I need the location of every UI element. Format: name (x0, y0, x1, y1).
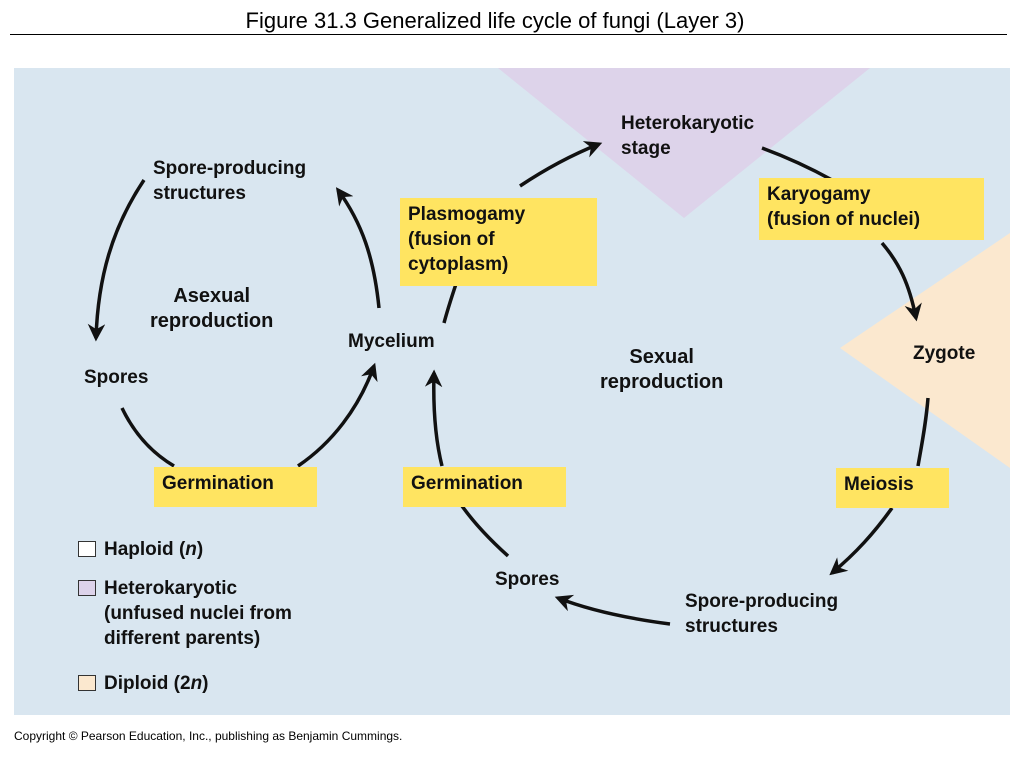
arrow-spores-to-germination (120, 407, 175, 468)
legend-haploid-swatch (78, 541, 96, 557)
arrow-germination-to-mycelium-sexual (424, 369, 444, 467)
plasmogamy-box: Plasmogamy (fusion of cytoplasm) (400, 198, 597, 286)
arrow-meiosis-to-structures (829, 506, 894, 576)
legend-diploid: Diploid (2n) (78, 671, 209, 696)
arrow-spores-to-germination-sexual (460, 504, 510, 558)
title-rule (10, 34, 1007, 35)
asexual-reproduction-label: Asexual reproduction (150, 285, 274, 332)
diagram-panel: Spore-producing structures Spores Asexua… (14, 68, 1010, 715)
diploid-region (840, 233, 1010, 468)
heterokaryotic-stage-label: Heterokaryotic stage (621, 113, 755, 159)
legend-haploid: Haploid (n) (78, 537, 203, 562)
legend-heterokaryotic-swatch (78, 580, 96, 596)
arrow-heterokaryotic-to-karyogamy (761, 146, 833, 182)
arrow-structures-to-spores-sexual (554, 594, 671, 626)
asexual-spores: Spores (84, 367, 149, 388)
arrow-mycelium-to-structures (335, 187, 381, 309)
legend-diploid-swatch (78, 675, 96, 691)
arrow-germination-to-mycelium (297, 362, 378, 468)
sexual-reproduction-label: Sexual reproduction (600, 346, 724, 393)
sexual-spore-producing-structures: Spore-producing structures (685, 591, 839, 637)
germination-asexual-box: Germination (154, 467, 317, 507)
meiosis-box: Meiosis (836, 468, 949, 508)
legend-heterokaryotic-text: Heterokaryotic (unfused nuclei from diff… (104, 578, 292, 649)
sexual-spores: Spores (495, 569, 560, 590)
legend-diploid-text: Diploid (2n) (104, 673, 209, 694)
arrow-zygote-to-meiosis (916, 397, 930, 467)
figure-title: Figure 31.3 Generalized life cycle of fu… (245, 8, 745, 33)
heterokaryotic-region (498, 68, 870, 218)
arrow-plasmogamy-to-heterokaryotic (519, 141, 603, 188)
germination-sexual-box: Germination (403, 467, 566, 507)
cycle-arrows (87, 68, 1010, 626)
zygote-label: Zygote (913, 343, 976, 364)
arrow-structures-to-spores (87, 179, 146, 342)
karyogamy-box: Karyogamy (fusion of nuclei) (759, 178, 984, 240)
arrow-karyogamy-to-zygote (880, 241, 922, 322)
mycelium-label: Mycelium (348, 331, 435, 352)
legend-heterokaryotic: Heterokaryotic (unfused nuclei from diff… (78, 576, 292, 651)
legend-haploid-text: Haploid (n) (104, 539, 204, 560)
copyright-notice: Copyright © Pearson Education, Inc., pub… (14, 729, 403, 743)
arrow-mycelium-to-plasmogamy (442, 283, 458, 324)
asexual-spore-producing-structures: Spore-producing structures (153, 158, 307, 204)
